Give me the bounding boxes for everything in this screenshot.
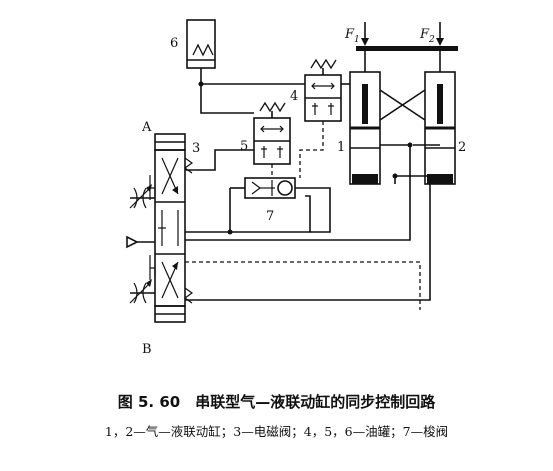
label-port-a: A: [141, 120, 152, 135]
cylinder-1: [349, 50, 381, 185]
figure-caption-title: 图 5. 60 串联型气—液联动缸的同步控制回路: [117, 393, 436, 411]
label-item-6: 6: [170, 36, 178, 51]
circuit-diagram: 6 4 5 3 1 2 7 A B F1 F2: [126, 19, 466, 357]
label-force-1: F1: [344, 27, 360, 45]
figure-caption-legend: 1，2—气—液联动缸；3—电磁阀；4，5，6—油罐；7—梭阀: [104, 424, 449, 439]
cross-connection: [379, 89, 426, 121]
air-supply-symbol: [126, 235, 155, 249]
label-port-b: B: [142, 342, 152, 357]
solenoid-valve-3: [149, 133, 194, 323]
label-item-3: 3: [192, 141, 200, 156]
throttle-upper: [129, 184, 155, 209]
label-force-2: F2: [419, 27, 435, 45]
force-arrow-1: [361, 22, 369, 46]
oil-tank-6: [186, 19, 216, 84]
pipelines: [185, 81, 440, 301]
yoke-bar: [356, 46, 458, 51]
label-item-1: 1: [337, 140, 345, 155]
label-item-4: 4: [290, 89, 298, 104]
label-item-5: 5: [240, 139, 248, 154]
oil-tank-5: [253, 101, 291, 165]
shuttle-valve-7: [244, 177, 296, 199]
cylinder-2: [424, 50, 456, 185]
force-arrow-2: [436, 22, 444, 46]
throttle-lower: [129, 279, 155, 304]
label-item-7: 7: [266, 209, 274, 224]
oil-tank-4: [304, 58, 342, 122]
label-item-2: 2: [458, 140, 466, 155]
pilot-lines: [185, 121, 421, 310]
